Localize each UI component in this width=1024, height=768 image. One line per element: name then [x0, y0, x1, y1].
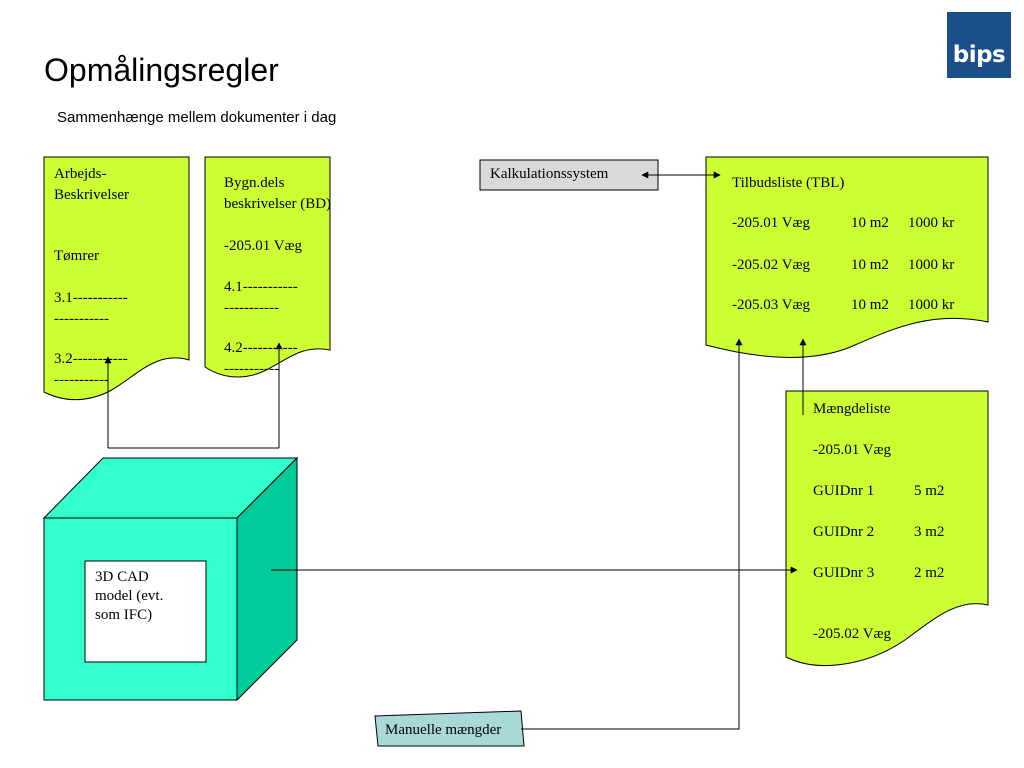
doc-maengdeliste-shape [785, 390, 989, 666]
cad-label-box [84, 560, 207, 663]
maengde-row-qty: 3 m2 [914, 524, 945, 540]
tbl-row-qty: 10 m2 [851, 257, 889, 273]
tbl-row-code: -205.02 Væg [732, 257, 811, 273]
tbl-row-price: 1000 kr [908, 257, 955, 273]
arbejds-line2: Beskrivelser [54, 187, 129, 203]
arbejds-line5: ----------- [54, 311, 109, 327]
bygn-line5: ----------- [224, 300, 279, 316]
arbejds-line4: 3.1----------- [54, 290, 128, 306]
tbl-row-code: -205.01 Væg [732, 215, 811, 231]
tbl-title: Tilbudsliste (TBL) [732, 175, 845, 191]
bygn-line7: ----------- [224, 361, 279, 377]
cad-line3: som IFC) [95, 607, 153, 623]
arbejds-line7: ----------- [54, 372, 109, 388]
slide-subtitle: Sammenhænge mellem dokumenter i dag [57, 109, 337, 126]
maengde-row-id: GUIDnr 1 [813, 483, 875, 499]
arbejds-line6: 3.2----------- [54, 351, 128, 367]
bygn-line3: -205.01 Væg [224, 238, 303, 254]
kalkulationssystem-label: Kalkulationssystem [490, 166, 609, 182]
tbl-row-price: 1000 kr [908, 297, 955, 313]
doc-bygningsdelsbeskrivelser-shape [204, 156, 331, 378]
cad-line1: 3D CAD [95, 569, 149, 585]
doc-arbejdsbeskrivelser-shape [43, 156, 190, 401]
tbl-row-code: -205.03 Væg [732, 297, 811, 313]
bygn-line6: 4.2----------- [224, 340, 298, 356]
bygn-line4: 4.1----------- [224, 279, 298, 295]
connector-manuelle-to-tbl [521, 338, 743, 730]
tbl-row-price: 1000 kr [908, 215, 955, 231]
logo-text: bips [952, 42, 1006, 68]
maengde-row-id: GUIDnr 3 [813, 565, 875, 581]
arbejds-line1: Arbejds- [54, 166, 107, 182]
maengde-section1: -205.01 Væg [813, 442, 892, 458]
bips-logo: bips [947, 12, 1011, 78]
maengde-section2: -205.02 Væg [813, 626, 892, 642]
cad-cube [42, 456, 299, 702]
bygn-line1: Bygn.dels [224, 175, 285, 191]
maengde-row-id: GUIDnr 2 [813, 524, 875, 540]
doc-tilbudsliste-shape [705, 156, 989, 358]
maengde-row-qty: 2 m2 [914, 565, 945, 581]
arbejds-line3: Tømrer [54, 248, 99, 264]
manuelle-maengder-box [374, 710, 525, 747]
tbl-row-qty: 10 m2 [851, 297, 889, 313]
maengde-title: Mængdeliste [813, 401, 891, 417]
slide-title: Opmålingsregler [44, 52, 279, 88]
tbl-row-qty: 10 m2 [851, 215, 889, 231]
bygn-line2: beskrivelser (BD) [224, 196, 332, 212]
cad-line2: model (evt. [95, 588, 164, 604]
maengde-row-qty: 5 m2 [914, 483, 945, 499]
manuelle-maengder-label: Manuelle mængder [385, 722, 502, 738]
